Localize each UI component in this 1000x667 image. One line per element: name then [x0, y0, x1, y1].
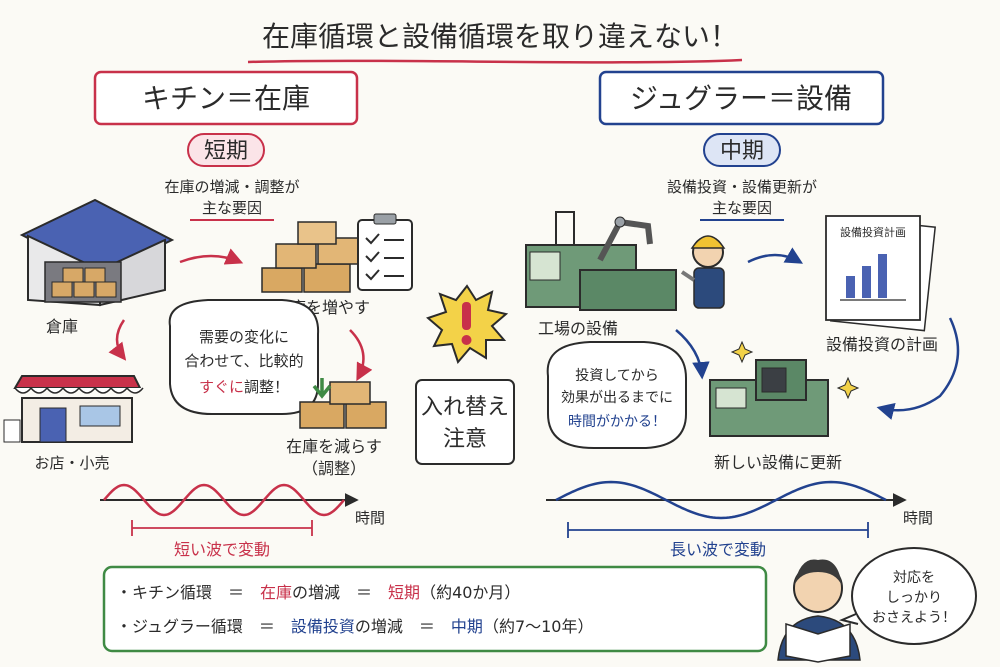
sparkle-icon	[730, 340, 754, 364]
decrease-stock-label: 在庫を減らす	[286, 437, 382, 456]
arrow-increase-to-decrease	[349, 329, 373, 382]
kitchin-cause-line2: 主な要因	[202, 199, 262, 217]
kitchin-bubble: 需要の変化に 合わせて、比較的 すぐに調整！	[168, 299, 320, 415]
arrow-plan-to-renew	[876, 317, 960, 420]
juglar-heading: ジュグラー＝設備	[630, 82, 852, 115]
kitchin-wave-label: 短い波で変動	[174, 540, 270, 559]
juglar-bubble: 投資してから 効果が出るまでに 時間がかかる！	[546, 341, 687, 449]
juglar-bubble-line3: 時間がかかる！	[568, 414, 666, 430]
reading-person-illustration	[777, 559, 861, 663]
juglar-bubble-shape	[546, 341, 687, 449]
warehouse-illustration	[19, 198, 175, 307]
speech-line3: おさえよう！	[872, 610, 956, 626]
summary-row-kitchin: ・キチン循環 ＝ 在庫の増減 ＝ 短期（約40か月）	[116, 583, 520, 602]
clipboard-icon	[357, 213, 413, 291]
factory-machine-illustration	[525, 211, 677, 311]
mid-term-label: 中期	[720, 139, 764, 164]
juglar-bubble-line2: 効果が出るまでに	[561, 390, 673, 406]
summary-box	[102, 565, 768, 653]
arrow-factory-to-plan	[747, 247, 804, 264]
summary-juglar-term: 中期	[451, 617, 483, 636]
kitchin-bubble-emph: すぐに	[199, 378, 244, 396]
summary-row-juglar: ・ジュグラー循環 ＝ 設備投資の増減 ＝ 中期（約7～10年）	[116, 617, 593, 636]
kitchin-bubble-shape	[168, 299, 320, 415]
kitchin-header: キチン＝在庫 短期 在庫の増減・調整が 主な要因	[93, 70, 359, 221]
warehouse-label: 倉庫	[46, 317, 78, 336]
sparkle-icon	[836, 376, 860, 400]
warning-burst-icon	[426, 284, 509, 364]
speech-cloud: 対応を しっかり おさえよう！	[838, 547, 977, 645]
plan-doc-title: 設備投資計画	[840, 225, 906, 239]
arrow-factory-to-renew	[675, 329, 710, 380]
kitchin-bubble-rest: 調整！	[244, 378, 289, 396]
juglar-header: ジュグラー＝設備 中期 設備投資・設備更新が 主な要因	[598, 70, 885, 221]
speech-line1: 対応を	[893, 570, 935, 586]
kitchin-time-label: 時間	[355, 509, 385, 527]
kitchin-bubble-line1: 需要の変化に	[199, 328, 289, 346]
kitchin-cause-line1: 在庫の増減・調整が	[164, 178, 299, 196]
kitchin-heading: キチン＝在庫	[142, 82, 310, 115]
speech-line2: しっかり	[886, 590, 942, 606]
title-underline	[247, 58, 743, 64]
mid-term-badge	[703, 133, 781, 167]
kitchin-heading-box	[93, 70, 359, 126]
juglar-bubble-line1: 投資してから	[575, 368, 659, 384]
caution-box	[415, 379, 515, 465]
new-machine-illustration	[709, 340, 860, 437]
arrow-warehouse-to-increase	[179, 248, 244, 265]
short-term-label: 短期	[204, 139, 248, 164]
caution-line2: 注意	[443, 427, 487, 452]
page-title: 在庫循環と設備循環を取り違えない！	[262, 20, 738, 53]
shop-illustration	[3, 375, 144, 443]
caution-line1: 入れ替え	[421, 395, 509, 420]
open-book-icon	[785, 622, 851, 663]
juglar-time-label: 時間	[903, 509, 933, 527]
down-arrow-icon	[312, 378, 332, 399]
arrow-warehouse-to-shop	[108, 319, 127, 361]
juglar-wave-label: 長い波で変動	[670, 540, 766, 559]
decrease-boxes-illustration	[299, 378, 387, 429]
boxes-illustration	[261, 221, 359, 293]
factory-label: 工場の設備	[538, 319, 618, 338]
juglar-heading-box	[598, 70, 885, 126]
shop-label: お店・小売	[34, 454, 109, 472]
kitchin-short-wave	[103, 483, 345, 517]
decrease-stock-note: （調整）	[302, 459, 366, 478]
juglar-cause-line2: 主な要因	[712, 199, 772, 217]
kitchin-bubble-line2: 合わせて、比較的	[184, 352, 303, 370]
worker-illustration	[680, 235, 726, 309]
investment-plan-document: 設備投資計画	[825, 215, 937, 332]
summary-kitchin-key: 在庫	[260, 583, 292, 602]
kitchin-bubble-line3: すぐに調整！	[199, 378, 289, 396]
summary-kitchin-term: 短期	[388, 583, 420, 602]
summary-juglar-key: 設備投資	[291, 617, 355, 636]
juglar-cause-line1: 設備投資・設備更新が	[667, 178, 817, 196]
juglar-long-wave	[555, 480, 887, 520]
plan-label: 設備投資の計画	[826, 335, 938, 354]
renew-label: 新しい設備に更新	[714, 453, 842, 472]
short-term-badge	[187, 133, 265, 167]
